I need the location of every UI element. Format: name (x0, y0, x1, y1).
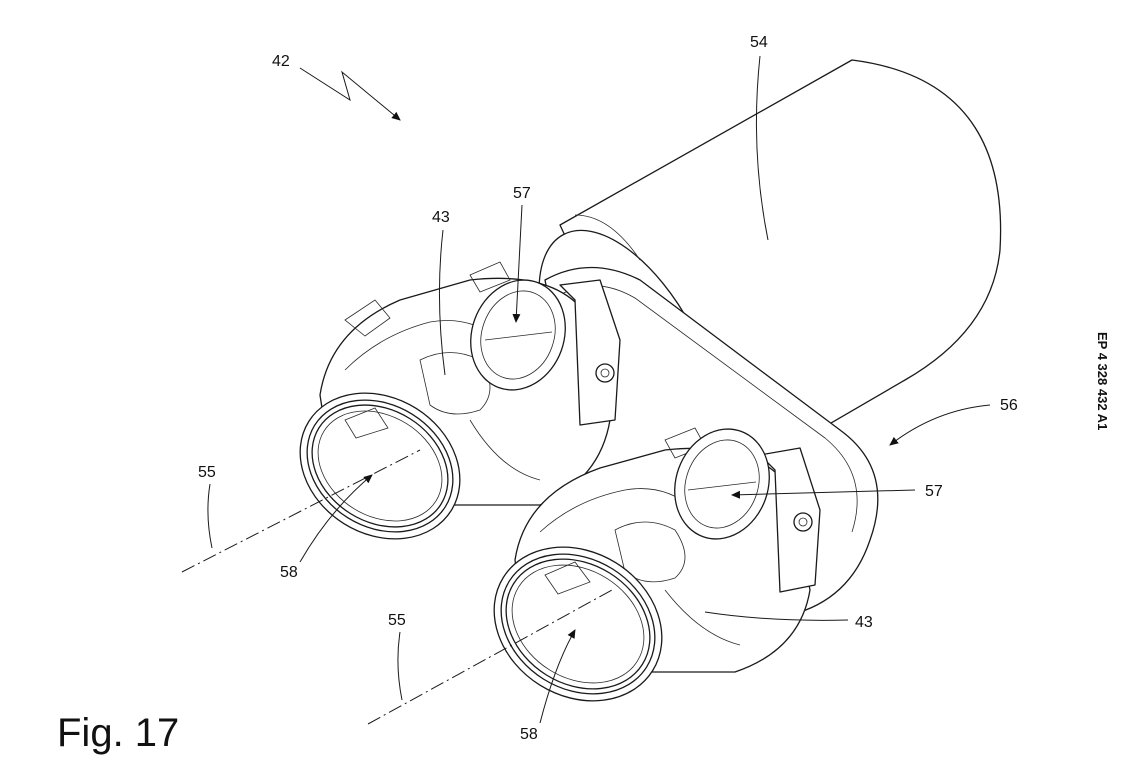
ref-43-upper: 43 (432, 209, 450, 226)
ref-57-lower: 57 (925, 483, 943, 500)
publication-number: EP 4 328 432 A1 (1095, 332, 1110, 430)
upper-tailpipe-assembly (299, 261, 621, 540)
center-axes (181, 449, 613, 725)
ref-56: 56 (1000, 397, 1018, 414)
ref-55-upper: 55 (198, 464, 216, 481)
ref-42: 42 (272, 53, 290, 70)
ref-55-lower: 55 (388, 612, 406, 629)
ref-58-lower: 58 (520, 726, 538, 743)
reference-numerals: 42 54 57 43 56 55 57 58 55 43 58 (198, 34, 1018, 743)
ref-54: 54 (750, 34, 768, 51)
ref-57-upper: 57 (513, 185, 531, 202)
leader-lines (207, 55, 991, 724)
figure-title: Fig. 17 (57, 711, 179, 755)
ref-43-lower: 43 (855, 614, 873, 631)
ref-58-upper: 58 (280, 564, 298, 581)
